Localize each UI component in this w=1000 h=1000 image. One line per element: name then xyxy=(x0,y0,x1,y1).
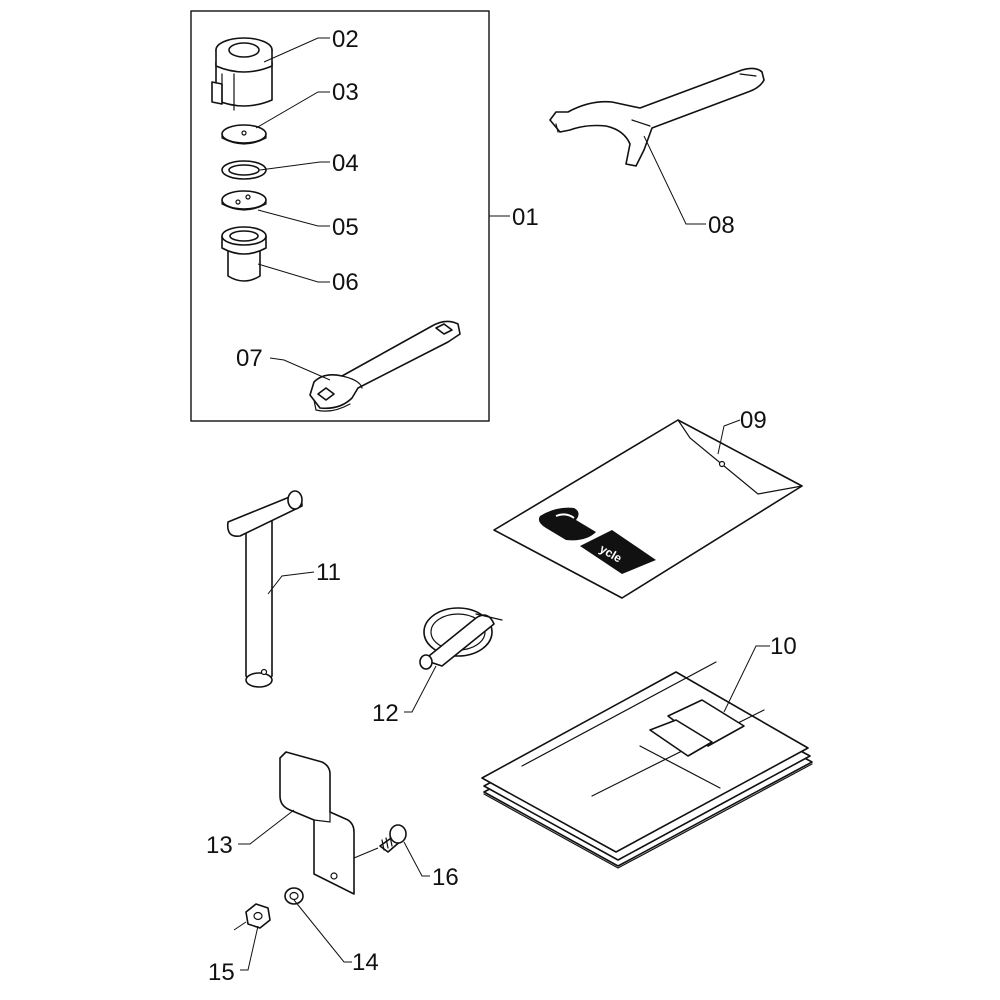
part-03-disc xyxy=(221,124,267,145)
callout-14: 14 xyxy=(352,949,379,976)
part-02-nozzle-cap xyxy=(211,37,273,111)
part-09-folder: ycle xyxy=(493,419,803,599)
part-15-hex-nut xyxy=(245,903,271,929)
part-07-flat-wrench xyxy=(309,320,461,412)
part-16-bolt xyxy=(379,824,407,853)
callout-07: 07 xyxy=(236,345,263,372)
callout-11: 11 xyxy=(316,559,341,586)
part-06-bushing xyxy=(221,226,267,282)
part-14-washer xyxy=(284,887,304,905)
callout-12: 12 xyxy=(372,700,399,727)
callout-01: 01 xyxy=(512,204,539,231)
part-12-lynch-pin xyxy=(419,607,503,670)
callout-06: 06 xyxy=(332,269,359,296)
callout-15: 15 xyxy=(208,959,235,986)
part-05-perforated-disc xyxy=(221,190,267,211)
part-13-bracket xyxy=(279,751,355,895)
callout-05: 05 xyxy=(332,214,359,241)
callout-02: 02 xyxy=(332,26,359,53)
part-11-t-handle-pin xyxy=(226,490,303,688)
part-08-hook-spanner xyxy=(549,67,765,167)
part-10-manual-booklet xyxy=(481,661,813,869)
part-04-o-ring xyxy=(221,160,267,180)
callout-13: 13 xyxy=(206,832,233,859)
callout-03: 03 xyxy=(332,79,359,106)
callout-10: 10 xyxy=(770,633,797,660)
leader-lines xyxy=(233,37,770,971)
callout-08: 08 xyxy=(708,212,735,239)
callout-04: 04 xyxy=(332,150,359,177)
callout-09: 09 xyxy=(740,407,767,434)
callout-16: 16 xyxy=(432,864,459,891)
